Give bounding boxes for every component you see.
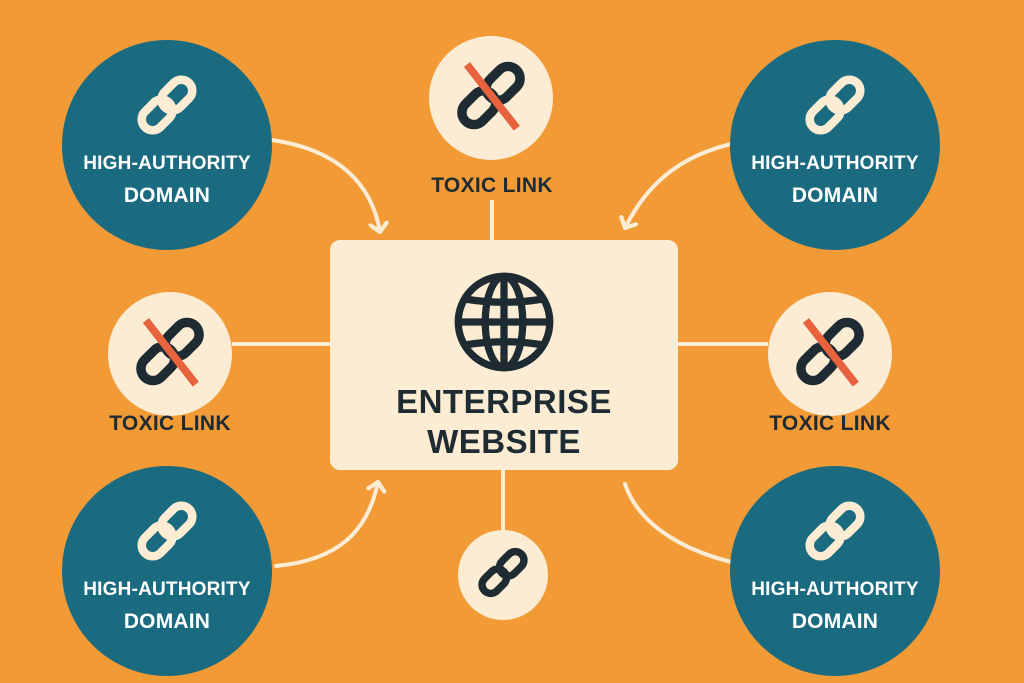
link-icon (790, 492, 880, 575)
toxic-link-label: TOXIC LINK (109, 412, 231, 435)
arrow-bottom-left (274, 482, 378, 568)
link-icon (790, 66, 880, 149)
broken-link-icon (787, 309, 873, 400)
domain-line2: DOMAIN (123, 610, 211, 633)
toxic-link-right (768, 292, 892, 416)
link-icon (472, 542, 534, 609)
domain-line1: HIGH-AUTHORITY (751, 153, 919, 174)
toxic-link-top (429, 36, 553, 160)
enterprise-website-box: ENTERPRISE WEBSITE (330, 240, 678, 470)
domain-line2: DOMAIN (791, 610, 879, 633)
broken-link-icon (127, 309, 213, 400)
domain-line2: DOMAIN (123, 184, 211, 207)
domain-bottom-right: HIGH-AUTHORITY DOMAIN (730, 466, 940, 676)
domain-line1: HIGH-AUTHORITY (751, 579, 919, 600)
domain-line1: HIGH-AUTHORITY (83, 153, 251, 174)
link-node-bottom (458, 530, 548, 620)
toxic-link-label: TOXIC LINK (769, 412, 891, 435)
center-title-line2: WEBSITE (427, 423, 581, 460)
domain-line1: HIGH-AUTHORITY (83, 579, 251, 600)
arrow-top-left (270, 138, 380, 232)
domain-top-left: HIGH-AUTHORITY DOMAIN (62, 40, 272, 250)
broken-link-icon (448, 53, 534, 144)
center-title-line1: ENTERPRISE (396, 383, 612, 420)
link-icon (122, 492, 212, 575)
domain-line2: DOMAIN (791, 184, 879, 207)
toxic-link-label: TOXIC LINK (431, 174, 553, 197)
link-icon (122, 66, 212, 149)
domain-top-right: HIGH-AUTHORITY DOMAIN (730, 40, 940, 250)
arrow-top-right (625, 138, 754, 228)
globe-icon (452, 270, 556, 379)
toxic-link-left (108, 292, 232, 416)
line-bottom-right (623, 482, 752, 568)
domain-bottom-left: HIGH-AUTHORITY DOMAIN (62, 466, 272, 676)
